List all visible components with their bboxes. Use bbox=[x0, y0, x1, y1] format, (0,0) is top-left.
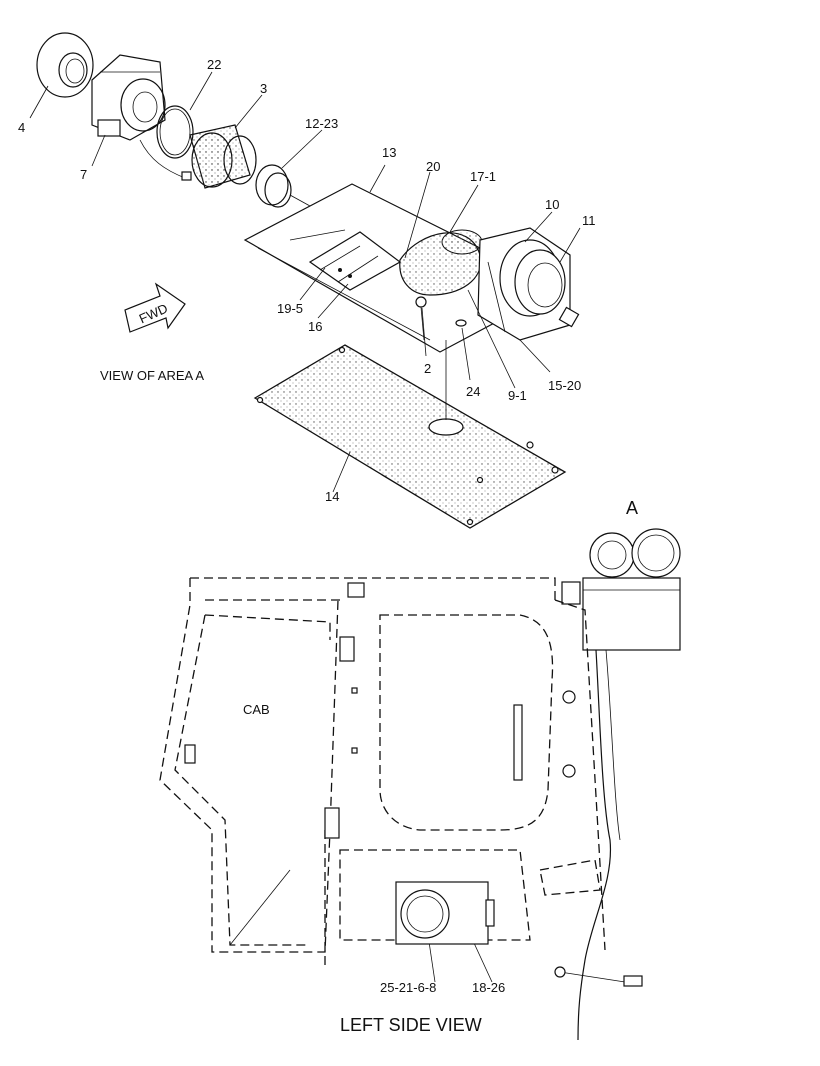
callout-2: 2 bbox=[424, 361, 431, 376]
callout-15-20: 15-20 bbox=[548, 378, 581, 393]
callout-14: 14 bbox=[325, 489, 339, 504]
callout-19-5: 19-5 bbox=[277, 301, 303, 316]
part-24-washer bbox=[455, 319, 467, 327]
callout-4: 4 bbox=[18, 120, 25, 135]
area-marker: A bbox=[626, 498, 638, 518]
part-17-1-hose bbox=[399, 229, 483, 296]
part-3-filter bbox=[189, 124, 257, 189]
part-2-fastener bbox=[415, 296, 427, 341]
side-view-label: LEFT SIDE VIEW bbox=[340, 1015, 482, 1035]
callout-16: 16 bbox=[308, 319, 322, 334]
cab-label: CAB bbox=[243, 702, 270, 717]
cab-outline bbox=[159, 577, 606, 970]
callout-18-26: 18-26 bbox=[472, 980, 505, 995]
side-hoses bbox=[554, 649, 643, 1041]
view-area-label: VIEW OF AREA A bbox=[100, 368, 204, 383]
callout-20: 20 bbox=[426, 159, 440, 174]
side-lower-heater bbox=[395, 881, 495, 945]
part-10-heater-unit bbox=[477, 227, 580, 341]
callout-24: 24 bbox=[466, 384, 480, 399]
cab-details bbox=[184, 582, 576, 839]
callout-11: 11 bbox=[582, 213, 596, 228]
part-14-mat bbox=[253, 340, 567, 529]
part-22-band bbox=[156, 105, 194, 159]
fwd-arrow-icon: FWD bbox=[124, 282, 186, 333]
part-4-cover bbox=[36, 32, 94, 98]
side-heater-unit bbox=[561, 528, 681, 651]
callout-9-1: 9-1 bbox=[508, 388, 527, 403]
callout-3: 3 bbox=[260, 81, 267, 96]
callout-12-23: 12-23 bbox=[305, 116, 338, 131]
callout-22: 22 bbox=[207, 57, 221, 72]
callout-17-1: 17-1 bbox=[470, 169, 496, 184]
callout-13: 13 bbox=[382, 145, 396, 160]
callout-25-21-6-8: 25-21-6-8 bbox=[380, 980, 436, 995]
part-16-bracket bbox=[308, 231, 402, 291]
callout-10: 10 bbox=[545, 197, 559, 212]
callout-7: 7 bbox=[80, 167, 87, 182]
part-7-blower-housing bbox=[91, 54, 192, 181]
leader-lines bbox=[29, 71, 581, 983]
